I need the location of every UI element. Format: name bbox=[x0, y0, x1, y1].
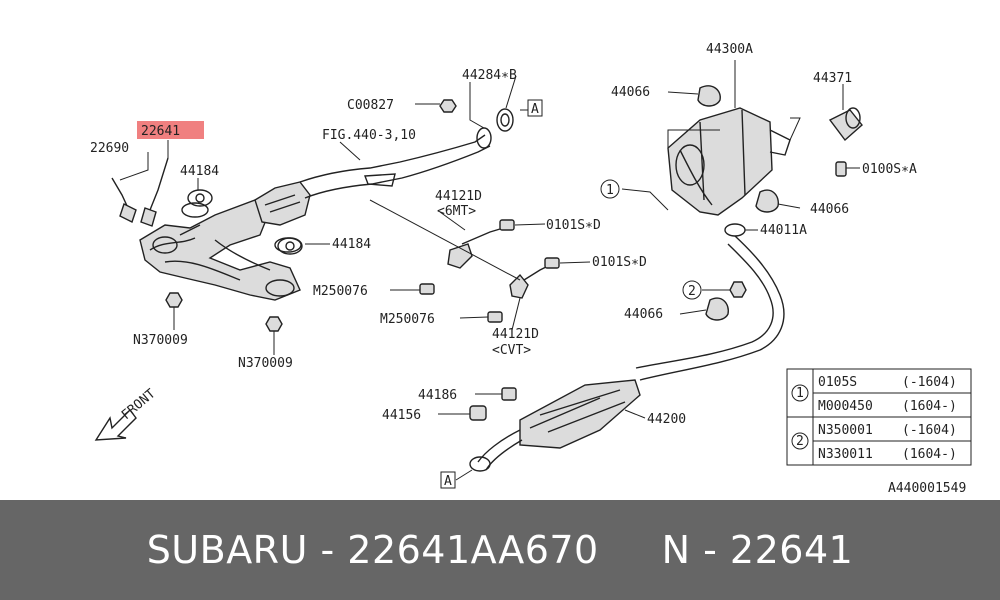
label-44371: 44371 bbox=[813, 71, 852, 86]
gasket-44284 bbox=[496, 108, 514, 132]
label-n370009-b: N370009 bbox=[238, 356, 293, 371]
front-label: FRONT bbox=[119, 386, 159, 423]
svg-text:1: 1 bbox=[606, 183, 614, 198]
center-muffler-44200 bbox=[469, 379, 641, 472]
label-0101s-a: 0101S∗D bbox=[546, 218, 601, 233]
center-pipe bbox=[635, 235, 785, 381]
bolt-m250076-a bbox=[419, 283, 435, 295]
spring-44156 bbox=[469, 405, 487, 421]
highlight-22641 bbox=[137, 121, 204, 139]
callout-1: 1 bbox=[600, 179, 620, 199]
rear-muffler-44300a bbox=[667, 107, 791, 216]
legend-range-0: (-1604) bbox=[902, 375, 957, 390]
label-n370009-a: N370009 bbox=[133, 333, 188, 348]
legend-part-1: M000450 bbox=[818, 399, 873, 414]
legend-part-0: 0105S bbox=[818, 375, 857, 390]
label-44011a: 44011A bbox=[760, 223, 807, 238]
exhaust-parts-diagram: 22641 22690 44184 44184 N370009 N370009 … bbox=[90, 42, 972, 496]
label-44300a: 44300A bbox=[706, 42, 753, 57]
legend-part-2: N350001 bbox=[818, 423, 873, 438]
reference-box-a-top: A bbox=[527, 99, 543, 117]
svg-text:A: A bbox=[444, 474, 452, 489]
drawing-number: A440001549 bbox=[888, 481, 966, 496]
label-44066-top: 44066 bbox=[611, 85, 650, 100]
legend-range-3: (1604-) bbox=[902, 447, 957, 462]
hanger-44066-low bbox=[705, 297, 729, 321]
bolt-0100s bbox=[835, 161, 847, 177]
legend-range-2: (-1604) bbox=[902, 423, 957, 438]
oxygen-sensor-22690 bbox=[111, 177, 137, 223]
label-22690: 22690 bbox=[90, 141, 129, 156]
nut-c00827 bbox=[439, 99, 457, 113]
label-44066-mid: 44066 bbox=[810, 202, 849, 217]
label-44066-low: 44066 bbox=[624, 307, 663, 322]
catalytic-converter-front bbox=[254, 181, 311, 226]
legend-key-1: 1 bbox=[796, 386, 804, 401]
bolt-0101s-b bbox=[544, 257, 560, 269]
callout-2: 2 bbox=[682, 280, 702, 300]
nut-n370009-b bbox=[265, 316, 283, 332]
label-44156: 44156 bbox=[382, 408, 421, 423]
label-44186: 44186 bbox=[418, 388, 457, 403]
svg-text:2: 2 bbox=[688, 284, 696, 299]
label-44184-lower: 44184 bbox=[332, 237, 371, 252]
gasket-44011a bbox=[724, 223, 746, 237]
label-44121d-6mt-sub: <6MT> bbox=[437, 204, 476, 219]
legend-key-2: 2 bbox=[796, 434, 804, 449]
label-44121d-6mt: 44121D bbox=[435, 189, 482, 204]
label-0100s: 0100S∗A bbox=[862, 162, 917, 177]
leader-lines bbox=[119, 60, 860, 481]
label-44200: 44200 bbox=[647, 412, 686, 427]
label-m250076-a: M250076 bbox=[313, 284, 368, 299]
part-labels: 22641 22690 44184 44184 N370009 N370009 … bbox=[90, 42, 966, 496]
bracket-44121d-6mt bbox=[447, 225, 511, 269]
label-44284b: 44284∗B bbox=[462, 68, 517, 83]
front-arrow-icon bbox=[94, 408, 137, 441]
footer-part-text: SUBARU - 22641AA670 N - 22641 bbox=[146, 528, 854, 572]
svg-text:A: A bbox=[531, 102, 539, 117]
part-number-footer: SUBARU - 22641AA670 N - 22641 bbox=[0, 500, 1000, 600]
gasket-44184-upper bbox=[187, 189, 213, 207]
label-44121d-cvt-sub: <CVT> bbox=[492, 343, 531, 358]
legend-part-3: N330011 bbox=[818, 447, 873, 462]
bolt-m250076-b bbox=[487, 311, 503, 323]
legend-table: 1 2 0105S (-1604) M000450 (1604-) N35000… bbox=[786, 368, 972, 466]
front-direction-indicator: FRONT bbox=[94, 386, 159, 441]
reference-box-a-bottom: A bbox=[440, 471, 456, 489]
bracket-44121d-cvt bbox=[509, 263, 553, 299]
bolt-44186 bbox=[501, 387, 517, 401]
label-fig-440: FIG.440-3,10 bbox=[322, 128, 416, 143]
hanger-44066-top bbox=[697, 85, 721, 107]
label-44184-upper: 44184 bbox=[180, 164, 219, 179]
label-44121d-cvt: 44121D bbox=[492, 327, 539, 342]
label-m250076-b: M250076 bbox=[380, 312, 435, 327]
tail-pipe-44371 bbox=[828, 107, 863, 142]
front-exhaust-manifold bbox=[139, 199, 302, 301]
bolt-0101s-a bbox=[499, 219, 515, 231]
label-0101s-b: 0101S∗D bbox=[592, 255, 647, 270]
front-pipe bbox=[299, 127, 492, 199]
label-c00827: C00827 bbox=[347, 98, 394, 113]
oxygen-sensor-22641 bbox=[140, 157, 169, 227]
hanger-44066-mid bbox=[755, 189, 779, 213]
gasket-44184-lower bbox=[277, 237, 303, 255]
label-22641: 22641 bbox=[141, 124, 180, 139]
nut-n370009-a bbox=[165, 292, 183, 308]
legend-range-1: (1604-) bbox=[902, 399, 957, 414]
